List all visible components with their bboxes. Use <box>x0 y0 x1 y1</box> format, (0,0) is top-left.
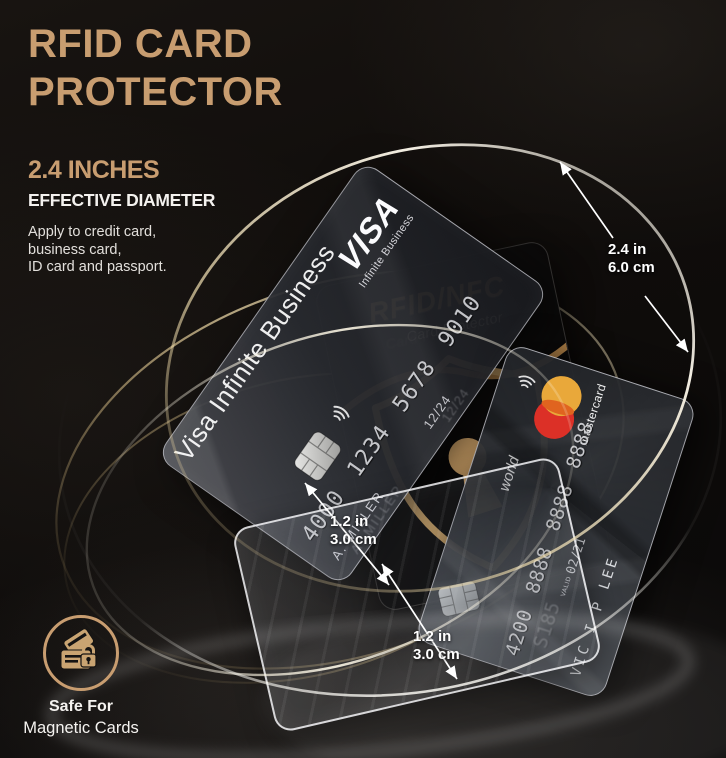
poster-title: RFID CARD PROTECTOR <box>28 20 283 116</box>
badge-text: Safe For Magnetic Cards <box>0 698 162 738</box>
diameter-cm: 6.0 cm <box>608 259 655 276</box>
diameter-arrow-lower <box>644 295 689 353</box>
slot-upper-measurement-label: 1.2 in 3.0 cm <box>330 513 377 549</box>
badge-line-2: Magnetic Cards <box>23 719 139 737</box>
badge-line-1: Safe For <box>48 698 113 715</box>
description-line: Apply to credit card, <box>28 224 157 240</box>
title-line-1: RFID CARD <box>28 22 253 66</box>
diameter-measurement-label: 2.4 in 6.0 cm <box>608 241 655 277</box>
header: RFID CARD PROTECTOR 2.4 INCHES EFFECTIVE… <box>28 20 283 277</box>
slot-lower-cm: 3.0 cm <box>413 646 460 663</box>
diameter-inches: 2.4 in <box>608 241 647 258</box>
description: Apply to credit card, business card, ID … <box>28 224 283 277</box>
slot-lower-measurement-label: 1.2 in 3.0 cm <box>413 628 460 664</box>
magnetic-safe-badge <box>43 615 119 691</box>
slot-upper-inches: 1.2 in <box>330 513 369 530</box>
diameter-arrow-upper <box>559 161 614 239</box>
padlock-icon <box>80 644 97 668</box>
slot-lower-inches: 1.2 in <box>413 628 452 645</box>
size-heading: 2.4 INCHES <box>28 156 160 184</box>
size-subheading: EFFECTIVE DIAMETER <box>28 190 216 210</box>
title-line-2: PROTECTOR <box>28 70 283 114</box>
magnetic-cards-icon <box>60 629 97 670</box>
description-line: ID card and passport. <box>28 259 167 275</box>
description-line: business card, <box>28 241 122 258</box>
slot-upper-cm: 3.0 cm <box>330 531 377 548</box>
